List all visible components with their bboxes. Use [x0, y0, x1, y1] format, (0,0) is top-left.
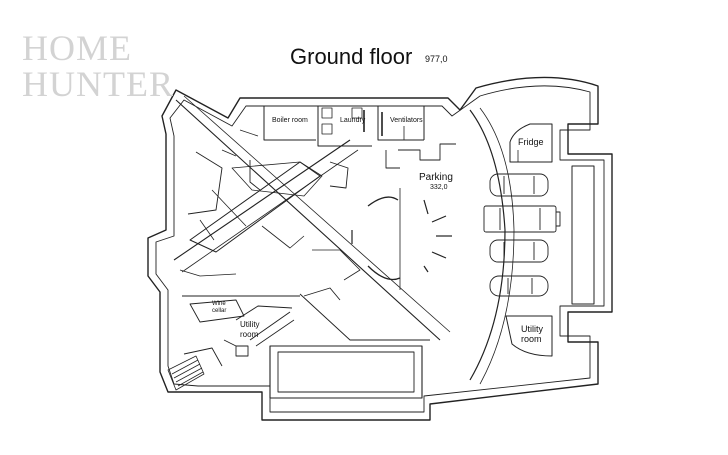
total-area: 977,0 [425, 54, 448, 64]
room-label-wine: Wine [212, 301, 226, 307]
pool-outer [269, 345, 423, 399]
room-label-parking: Parking [419, 172, 453, 183]
room-label-utility-right-1: Utility [521, 324, 543, 334]
pool-inner [277, 351, 415, 393]
room-label-utility-left-2: room [240, 330, 259, 339]
staircase [167, 355, 205, 391]
parking-curve [469, 109, 506, 381]
room-label-utility-left-1: Utility [240, 320, 260, 329]
room-label-fridge: Fridge [518, 137, 544, 147]
room-label-parking-area: 332,0 [430, 184, 448, 191]
central-arc-top [367, 196, 399, 207]
watermark-line2: HUNTER [22, 64, 174, 104]
room-label-laundry: Laundry [340, 117, 366, 124]
page-title: Ground floor [290, 44, 413, 69]
room-label-ventilators: Ventilators [390, 117, 423, 124]
room-label-cellar: cellar [212, 308, 227, 314]
room-label-utility-right-2: room [521, 334, 542, 344]
central-arc-bottom [367, 265, 401, 281]
room-label-boiler: Boiler room [272, 117, 308, 124]
cars [483, 173, 561, 297]
outer-wall [147, 76, 613, 421]
inner-wall [155, 85, 605, 413]
diagonal-wall [175, 99, 441, 341]
watermark-line1: HOME [22, 28, 132, 68]
